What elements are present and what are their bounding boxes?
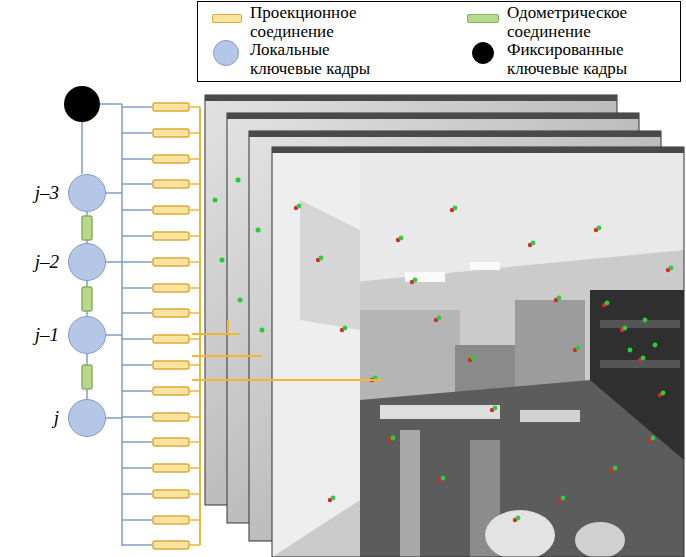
legend-label: Фиксированные ключевые кадры [507,40,652,78]
legend-swatch [212,14,242,23]
frame-index-label: j–3 [35,182,59,204]
local-keyframe: j [68,399,106,437]
frame-index-label: j [54,407,59,429]
legend-swatch [213,40,239,66]
fixed-keyframe [64,86,100,122]
legend-label: Одометрическое соединение [507,3,652,41]
local-keyframe: j–1 [68,316,106,354]
frame-index-label: j–2 [35,251,59,273]
feature-points [294,204,674,523]
legend-swatch [472,42,494,64]
legend-swatch [467,14,499,23]
legend-label: Локальные ключевые кадры [250,40,375,78]
projection-boxes [153,103,189,549]
local-keyframe: j–3 [68,174,106,212]
frame-index-label: j–1 [35,324,59,346]
local-keyframe: j–2 [68,243,106,281]
projection-lines [192,107,382,545]
projection-ticks [190,107,200,545]
legend-label: Проекционное соединение [250,3,385,41]
camera-image [272,147,684,557]
